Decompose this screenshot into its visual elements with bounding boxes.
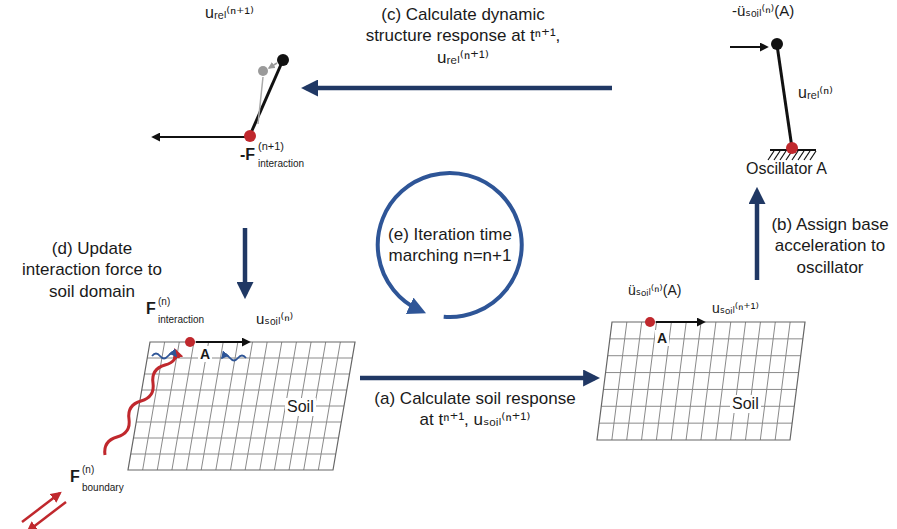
soil-grid-illustration: [134, 438, 339, 439]
superscript-label: (n): [82, 464, 94, 476]
soil-grid-illustration: [128, 342, 355, 470]
step-label: (d) Update interaction force to soil dom…: [12, 238, 172, 302]
subscript-label: interaction: [158, 314, 204, 326]
force-symbol: F: [70, 468, 80, 486]
soil-grid-illustration: [645, 317, 655, 327]
superscript-label: (n): [158, 296, 170, 308]
oscillator-illustration: [804, 151, 810, 160]
soil-grid-illustration: [760, 322, 775, 440]
soil-grid-illustration: [610, 338, 803, 339]
oscillator-illustration: [771, 38, 783, 50]
variable-label: üₛₒᵢₗ⁽ⁿ⁾(A): [628, 282, 681, 298]
soil-grid-illustration: [147, 358, 352, 359]
step-arrow: [243, 228, 248, 294]
structure-illustration: [244, 130, 256, 142]
soil-grid-illustration: [671, 322, 686, 440]
step-label: (a) Calculate soil response at tⁿ⁺¹, uₛₒ…: [370, 388, 580, 431]
step-arrow: [306, 86, 612, 91]
soil-grid-illustration: [105, 350, 176, 455]
soil-grid-illustration: [131, 342, 353, 470]
soil-grid-illustration: [22, 493, 60, 522]
oscillator-illustration: [777, 45, 792, 148]
oscillator-illustration: [798, 151, 804, 160]
soil-label: Soil: [730, 395, 761, 413]
structure-illustration: [269, 63, 277, 68]
soil-grid-illustration: [656, 321, 704, 323]
soil-grid-illustration: [606, 372, 799, 373]
soil-grid-illustration: [185, 337, 195, 347]
soil-grid-illustration: [196, 341, 249, 343]
soil-grid-illustration: [22, 337, 355, 529]
structure-illustration: [277, 54, 289, 66]
soil-grid-illustration: [222, 356, 246, 361]
step-text: (e) Iteration time marching n=n+1: [386, 224, 514, 267]
soil-grid-illustration: [142, 390, 347, 391]
soil-grid-illustration: [627, 322, 642, 440]
structure-illustration: [258, 77, 263, 124]
variable-label: uₛₒᵢₗ⁽ⁿ⁺¹⁾: [712, 300, 759, 316]
superscript-label: (n+1): [258, 140, 284, 153]
soil-grid-illustration: [701, 322, 716, 440]
force-symbol: F: [146, 300, 156, 318]
soil-grid-illustration: [716, 322, 731, 440]
structure-illustration: [153, 54, 289, 142]
soil-grid-illustration: [603, 389, 796, 390]
soil-grid-illustration: [145, 374, 350, 375]
variable-label: uₛₒᵢₗ⁽ⁿ⁾: [256, 310, 293, 327]
oscillator-illustration: [810, 151, 816, 160]
variable-label: uᵣₑₗ⁽ⁿ⁾: [798, 84, 833, 102]
point-label: A: [655, 330, 669, 346]
step-label: (b) Assign base acceleration to oscillat…: [766, 214, 894, 278]
soil-grid-illustration: [599, 322, 803, 440]
iteration-circle: (e) Iteration time marching n=n+1: [370, 165, 530, 325]
point-label: A: [198, 346, 212, 362]
oscillator-illustration: [786, 142, 798, 154]
oscillator-illustration: [780, 151, 786, 160]
cycle-arrow: [370, 165, 530, 325]
step-arrow: [755, 192, 760, 280]
oscillator-label: Oscillator A: [746, 160, 827, 178]
connector-group: [245, 88, 757, 378]
soil-grid-illustration: [686, 322, 701, 440]
oscillator-scene: -üₛₒᵢₗ⁽ⁿ⁾(A) uᵣₑₗ⁽ⁿ⁾ Oscillator A: [612, 0, 850, 192]
subscript-label: interaction: [258, 158, 304, 170]
oscillator-illustration: [768, 151, 774, 160]
soil-grid-illustration: [131, 454, 336, 455]
structure-illustration: [153, 136, 246, 138]
variable-label: -üₛₒᵢₗ⁽ⁿ⁾(A): [732, 2, 794, 19]
soil-grid-illustration: [745, 322, 760, 440]
structure-illustration: [258, 66, 268, 76]
soil-grid-illustration: [731, 322, 746, 440]
step-arrow: [360, 376, 595, 381]
structure-scene: uᵣₑₗ⁽ⁿ⁺¹⁾ -F(n+1) interaction: [145, 0, 306, 228]
soil-grid-illustration: [599, 423, 792, 424]
soil-scene: üₛₒᵢₗ⁽ⁿ⁾(A) uₛₒᵢₗ⁽ⁿ⁺¹⁾ A Soil: [595, 280, 810, 450]
step-label: (c) Calculate dynamic structure response…: [363, 4, 563, 68]
variable-label: uᵣₑₗ⁽ⁿ⁺¹⁾: [205, 4, 254, 22]
soil-grid-illustration: [608, 355, 801, 356]
soil-grid-illustration: [612, 322, 627, 440]
oscillator-illustration: [774, 151, 780, 160]
soil-grid-illustration: [28, 502, 66, 529]
subscript-label: boundary: [82, 482, 124, 494]
soil-grid-illustration: [152, 354, 176, 359]
force-symbol: -F: [240, 146, 255, 164]
soil-label: Soil: [285, 398, 316, 416]
soil-grid-illustration: [775, 322, 790, 440]
structure-illustration: [250, 60, 283, 135]
soil-grid-illustration: [601, 406, 794, 407]
soil-grid-illustration: [597, 322, 805, 440]
soil-scene: F(n)interactionuₛₒᵢₗ⁽ⁿ⁾ASoilF(n)boundary: [10, 294, 360, 529]
soil-grid-illustration: [597, 317, 805, 440]
oscillator-illustration: [730, 46, 767, 48]
cycle-arrow: [378, 173, 522, 317]
soil-grid-illustration: [136, 422, 341, 423]
